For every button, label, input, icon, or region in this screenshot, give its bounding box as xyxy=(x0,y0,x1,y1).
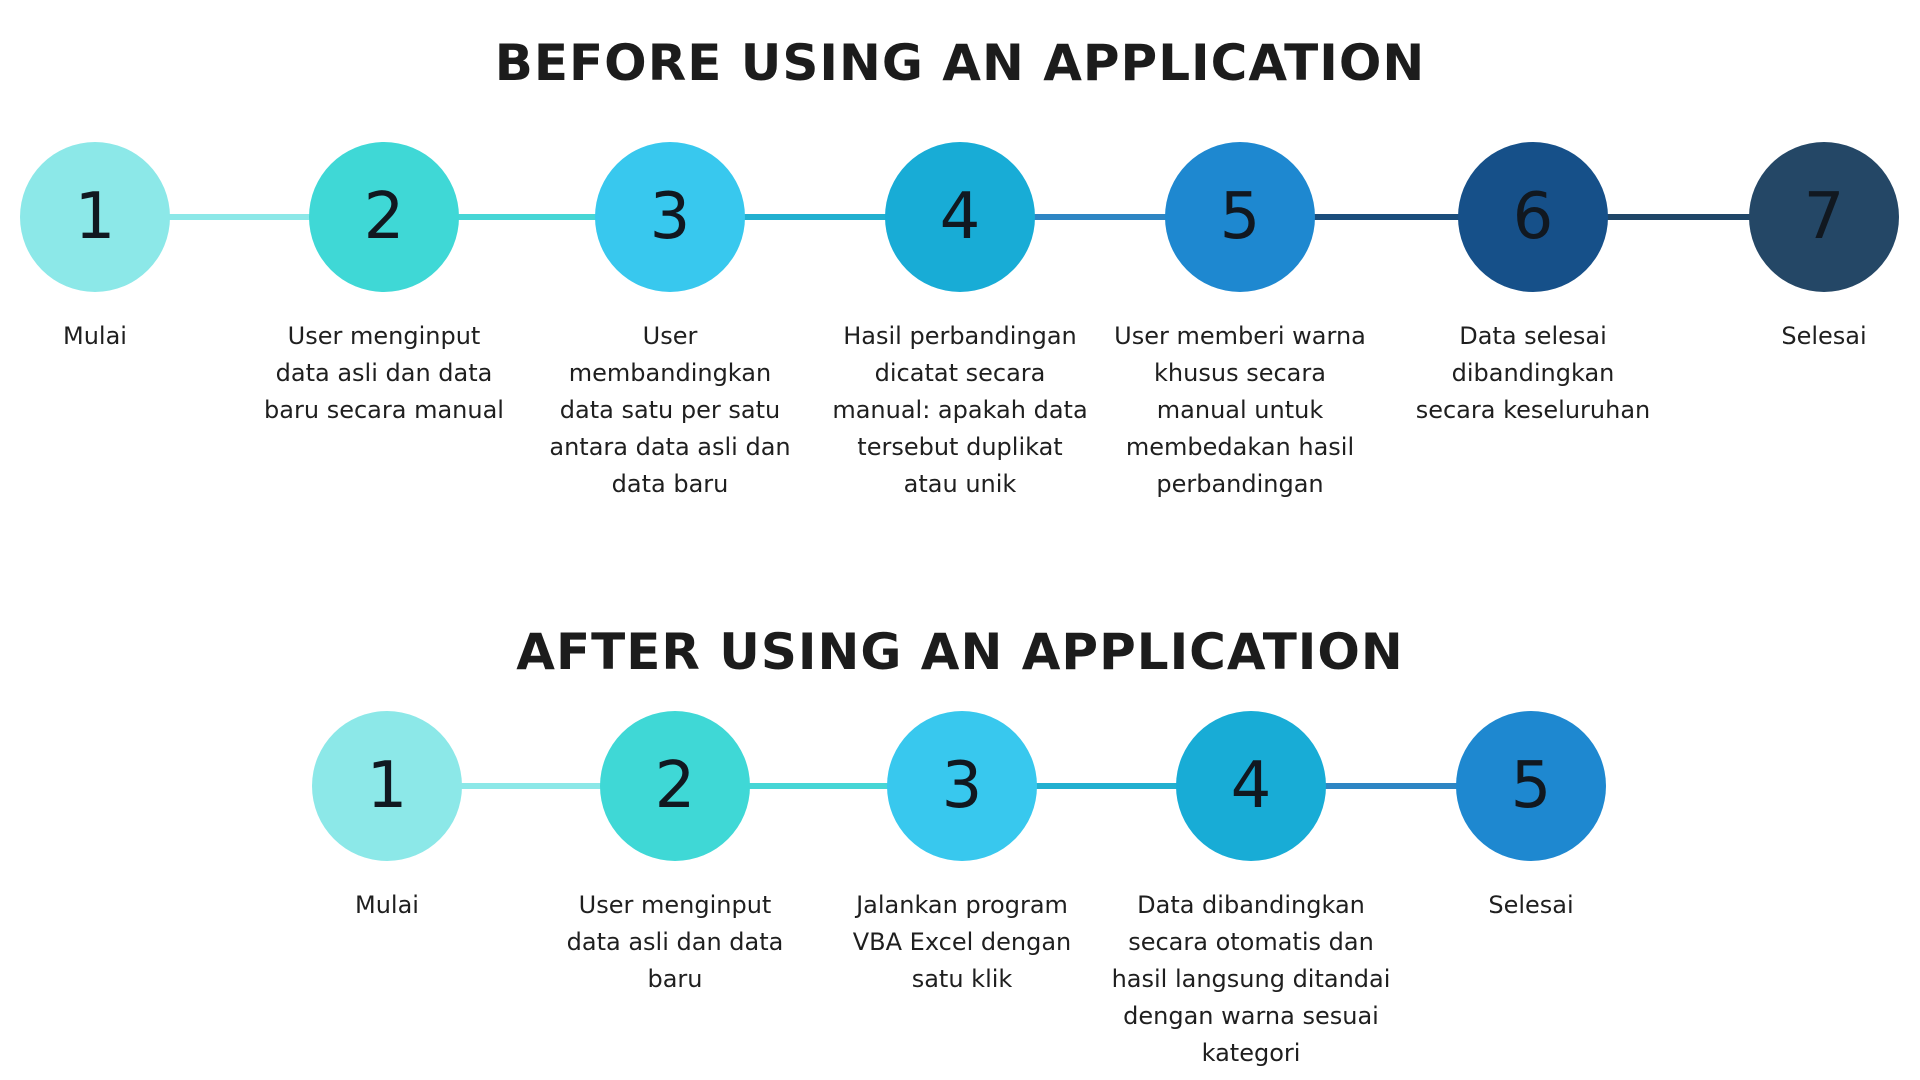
before-step-circle: 7 xyxy=(1749,142,1899,292)
after-step-circle: 4 xyxy=(1176,711,1326,861)
after-connector-2 xyxy=(748,783,889,789)
before-connector-4 xyxy=(1033,214,1167,220)
after-step-label: Data dibandingkan secara otomatis dan ha… xyxy=(1111,891,1391,1067)
before-step-circle: 6 xyxy=(1458,142,1608,292)
after-step-circle: 2 xyxy=(600,711,750,861)
after-connector-4 xyxy=(1324,783,1458,789)
after-step-label: Mulai xyxy=(355,891,419,919)
after-step-circle: 3 xyxy=(887,711,1037,861)
after-step-circle: 1 xyxy=(312,711,462,861)
before-step-label: Hasil perbandingan dicatat secara manual… xyxy=(832,322,1088,498)
after-title: AFTER USING AN APPLICATION xyxy=(516,623,1404,681)
before-connector-1 xyxy=(168,214,311,220)
before-connector-6 xyxy=(1606,214,1751,220)
after-step-label: Selesai xyxy=(1488,891,1574,919)
after-connector-3 xyxy=(1035,783,1178,789)
before-step-circle: 1 xyxy=(20,142,170,292)
after-connector-1 xyxy=(460,783,602,789)
before-title: BEFORE USING AN APPLICATION xyxy=(494,34,1426,92)
after-step-label: User menginput data asli dan data baru xyxy=(566,891,784,993)
before-connector-5 xyxy=(1313,214,1460,220)
before-step-label: User menginput data asli dan data baru s… xyxy=(264,322,504,424)
before-step-label: Mulai xyxy=(63,322,127,350)
before-step-label: Data selesai dibandingkan secara keselur… xyxy=(1415,322,1651,424)
after-step-label: Jalankan program VBA Excel dengan satu k… xyxy=(852,891,1072,993)
before-step-circle: 2 xyxy=(309,142,459,292)
before-step-circle: 4 xyxy=(885,142,1035,292)
before-connector-3 xyxy=(743,214,887,220)
before-step-circle: 3 xyxy=(595,142,745,292)
before-connector-2 xyxy=(457,214,597,220)
before-step-label: User memberi warna khusus secara manual … xyxy=(1114,322,1366,498)
before-step-label: Selesai xyxy=(1781,322,1867,350)
after-step-circle: 5 xyxy=(1456,711,1606,861)
before-step-circle: 5 xyxy=(1165,142,1315,292)
before-step-label: User membandingkan data satu per satu an… xyxy=(549,322,791,498)
